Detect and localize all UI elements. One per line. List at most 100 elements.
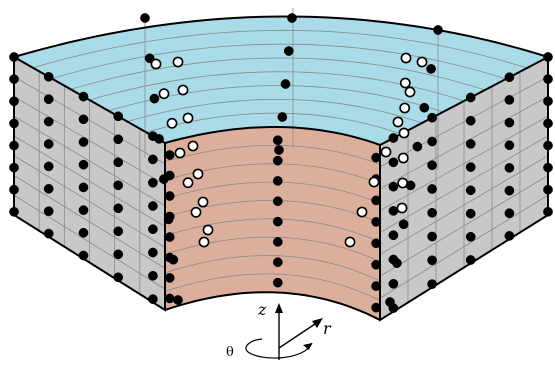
mesh-node: [427, 279, 437, 289]
mesh-node: [371, 238, 381, 249]
mesh-node: [280, 79, 291, 89]
mesh-node: [272, 155, 283, 166]
mesh-node: [163, 214, 174, 225]
top-face-arc-gridline: [51, 43, 507, 80]
left-face-horizontal-gridline: [13, 194, 166, 290]
mesh-node: [543, 96, 553, 107]
r-axis-arrowhead: [312, 318, 323, 328]
mesh-node: [9, 74, 19, 84]
mesh-node: [113, 157, 124, 168]
theta-axis-label: θ: [226, 345, 234, 360]
mesh-node: [504, 72, 515, 83]
right-face-horizontal-gridline: [379, 96, 549, 190]
mesh-node-hollow: [172, 56, 184, 68]
mesh-node: [43, 161, 54, 172]
mesh-node-hollow: [380, 146, 392, 158]
mesh-node-hollow: [416, 56, 428, 68]
mesh-node: [504, 231, 515, 241]
inner-bottom-arc-edge: [164, 291, 381, 321]
mesh-node: [43, 183, 54, 194]
mesh-node-hollow: [400, 52, 412, 64]
mesh-node-hollow: [344, 236, 356, 248]
mesh-node: [164, 293, 175, 304]
mesh-node: [9, 52, 19, 62]
mesh-node-hollow: [396, 202, 408, 214]
axes-indicator: z r θ: [226, 300, 332, 360]
mesh-node-hollow: [177, 84, 189, 96]
mesh-node: [465, 92, 476, 103]
outer-top-arc-edge: [13, 15, 549, 58]
mesh-node: [43, 94, 54, 105]
mesh-node: [543, 140, 553, 151]
mesh-node: [283, 46, 294, 56]
mesh-node: [371, 195, 381, 206]
mesh-node: [9, 206, 19, 217]
mesh-node: [148, 201, 158, 211]
mesh-node: [465, 115, 476, 126]
mesh-node-hollow: [150, 58, 162, 70]
theta-arc-arrowhead: [303, 343, 312, 350]
left-face-horizontal-gridline: [13, 155, 166, 248]
mesh-node: [272, 176, 283, 186]
mesh-node: [164, 191, 175, 201]
mesh-node: [504, 117, 515, 128]
mesh-node: [9, 96, 19, 107]
mesh-node: [371, 152, 381, 163]
mesh-node: [78, 137, 89, 147]
mesh-node-hollow: [202, 224, 214, 236]
mesh-node: [148, 294, 158, 304]
mesh-node: [113, 226, 124, 237]
mesh-node: [287, 13, 297, 23]
mesh-node: [43, 139, 54, 149]
mesh-node-hollow: [368, 176, 380, 188]
top-face-arc-gridline: [32, 29, 528, 69]
mesh-node: [272, 196, 283, 207]
mesh-node: [272, 277, 283, 288]
mesh-node: [9, 184, 19, 195]
mesh-node: [274, 145, 284, 155]
mesh-node-hollow: [198, 236, 210, 248]
mesh-node: [43, 116, 54, 127]
mesh-node: [543, 206, 553, 217]
z-axis-label: z: [257, 300, 267, 319]
mesh-node: [465, 185, 476, 196]
mesh-node-hollow: [399, 77, 411, 89]
right-face-horizontal-gridline: [379, 155, 549, 255]
mesh-node-hollow: [174, 147, 186, 159]
mesh-node: [78, 114, 89, 125]
mesh-node: [113, 111, 124, 122]
mesh-node: [144, 53, 155, 64]
mesh-node: [543, 74, 553, 84]
mesh-node: [388, 157, 399, 168]
left-face-horizontal-gridline: [13, 96, 166, 186]
mesh-node-hollow: [166, 117, 178, 129]
mesh-node-hollow: [182, 177, 194, 189]
mesh-node: [427, 184, 437, 194]
left-face-horizontal-gridline: [13, 135, 166, 227]
mesh-node: [465, 208, 476, 219]
mesh-node: [78, 182, 89, 193]
mesh-node: [159, 174, 169, 184]
mesh-node: [9, 140, 19, 151]
mesh-node: [43, 206, 54, 217]
mesh-node: [543, 52, 553, 62]
mesh-node: [78, 159, 89, 170]
right-face-outline: [379, 57, 549, 322]
mesh-node: [272, 135, 283, 146]
inner-face-arc-gridline: [164, 273, 381, 301]
mesh-node: [164, 150, 175, 160]
mesh-node: [427, 112, 437, 123]
mesh-node: [149, 93, 160, 104]
right-face-horizontal-gridline: [379, 135, 549, 233]
mesh-node: [148, 270, 158, 281]
mesh-node-hollow: [182, 112, 194, 124]
top-face-arc-gridline: [127, 99, 423, 124]
mesh-node-hollow: [404, 86, 416, 98]
mesh-node: [148, 177, 158, 188]
top-face: [14, 16, 548, 145]
mesh-node: [465, 139, 476, 149]
mesh-node: [371, 259, 381, 270]
mesh-node-hollow: [397, 152, 409, 164]
mesh-node: [168, 254, 179, 265]
z-axis-arrowhead: [275, 303, 283, 313]
